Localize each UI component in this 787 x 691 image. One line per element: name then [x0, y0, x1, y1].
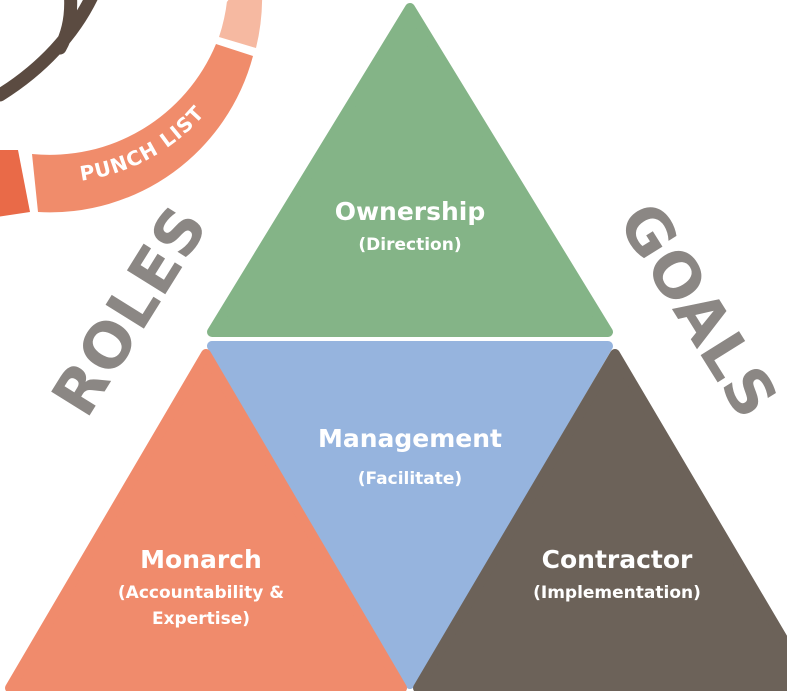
monarch-title: Monarch [140, 545, 262, 574]
triangle-ownership [207, 3, 613, 337]
monarch-subtitle-line2: Expertise) [152, 609, 250, 629]
ownership-title: Ownership [335, 197, 486, 226]
management-subtitle: (Facilitate) [358, 469, 462, 489]
contractor-title: Contractor [542, 545, 693, 574]
monarch-subtitle-line1: (Accountability & [118, 583, 284, 603]
ring-segment-punch-list [32, 44, 253, 213]
contractor-subtitle: (Implementation) [533, 583, 701, 603]
triangle-management [207, 341, 613, 689]
triangle-monarch [5, 349, 407, 691]
process-ring: PUNCH LIST C [0, 0, 263, 217]
ring-segment-dark [0, 150, 30, 217]
triangle-contractor [413, 349, 787, 691]
ring-partial-label: C [211, 0, 235, 8]
tree-branch-icon [0, 0, 98, 102]
management-title: Management [318, 424, 502, 453]
triangles [5, 3, 787, 691]
ownership-subtitle: (Direction) [358, 235, 461, 255]
ring-segment-light [219, 0, 263, 48]
